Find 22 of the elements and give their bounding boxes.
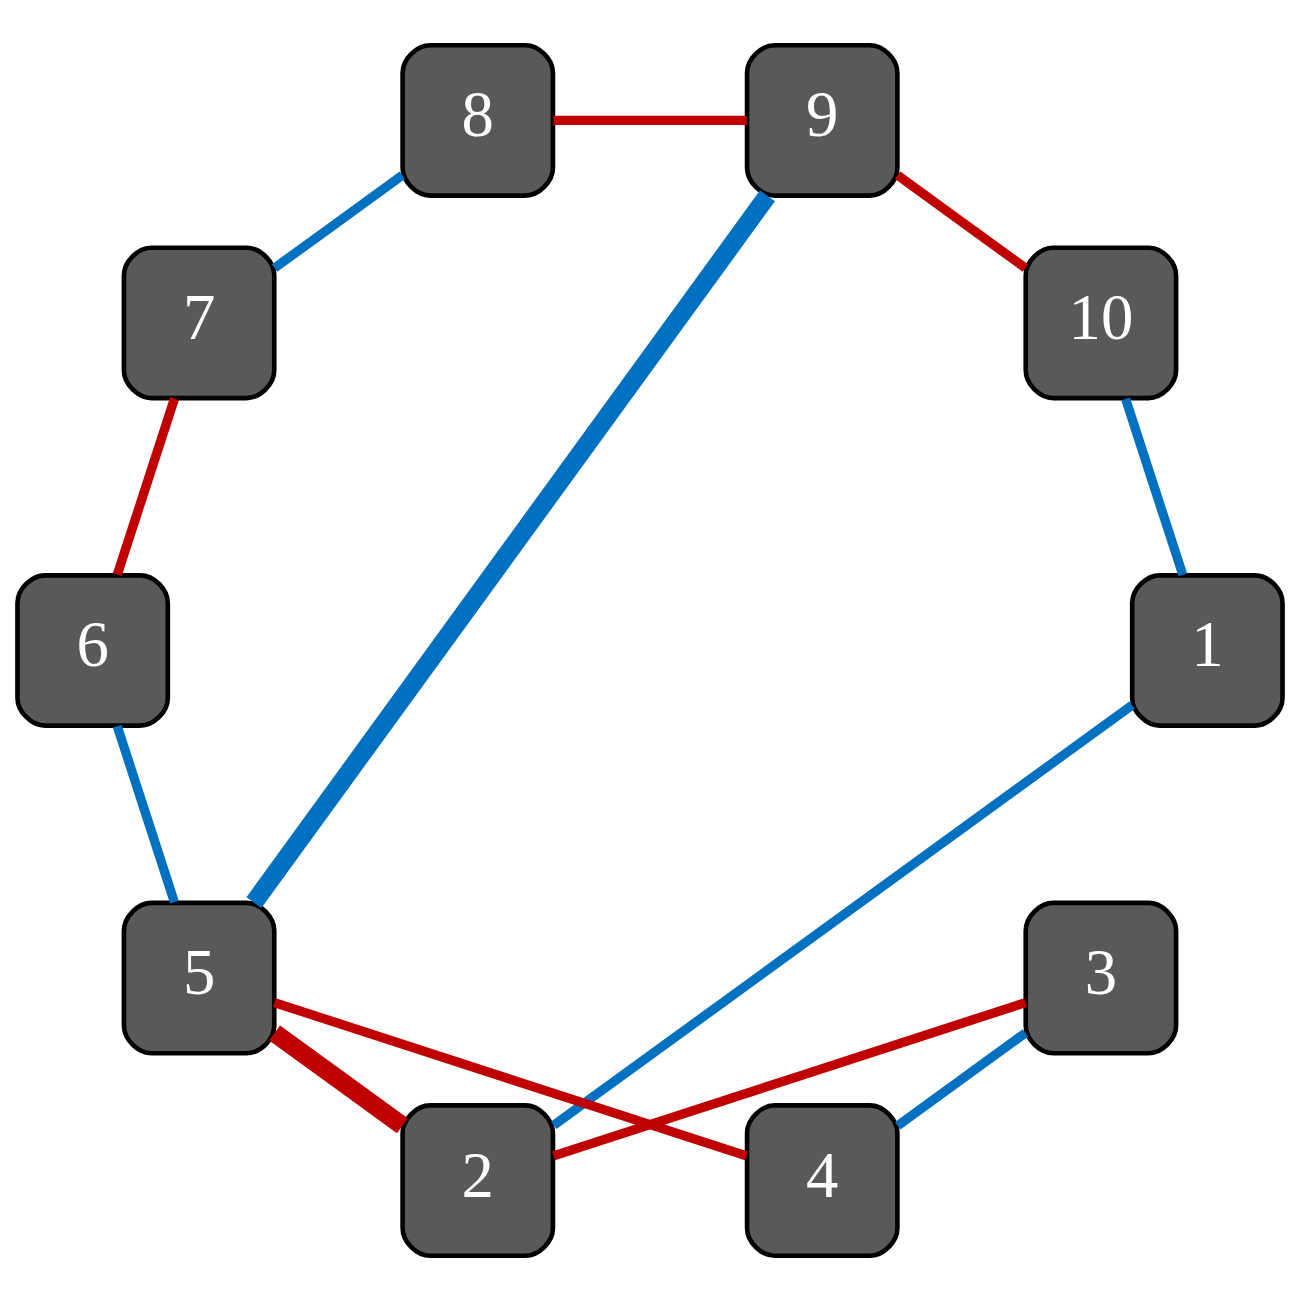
connector — [112, 724, 179, 904]
connector — [269, 1024, 408, 1133]
node-box: 1 — [1129, 572, 1285, 728]
node-box: 2 — [400, 1102, 556, 1258]
connector — [246, 189, 775, 908]
connector — [894, 170, 1029, 272]
node-box: 3 — [1023, 900, 1179, 1056]
connector — [112, 396, 179, 576]
node-box: 8 — [400, 42, 556, 198]
connector — [271, 171, 405, 272]
node-box: 6 — [15, 572, 171, 728]
connector — [552, 997, 1028, 1160]
node-box: 10 — [1023, 244, 1179, 400]
node-box: 4 — [744, 1102, 900, 1258]
connector — [553, 115, 747, 125]
connector — [895, 1028, 1029, 1129]
node-box: 5 — [121, 900, 277, 1056]
node-box: 7 — [121, 244, 277, 400]
connector — [551, 700, 1135, 1129]
node-box: 9 — [744, 42, 900, 198]
connector — [272, 997, 748, 1160]
connector — [1121, 396, 1188, 576]
